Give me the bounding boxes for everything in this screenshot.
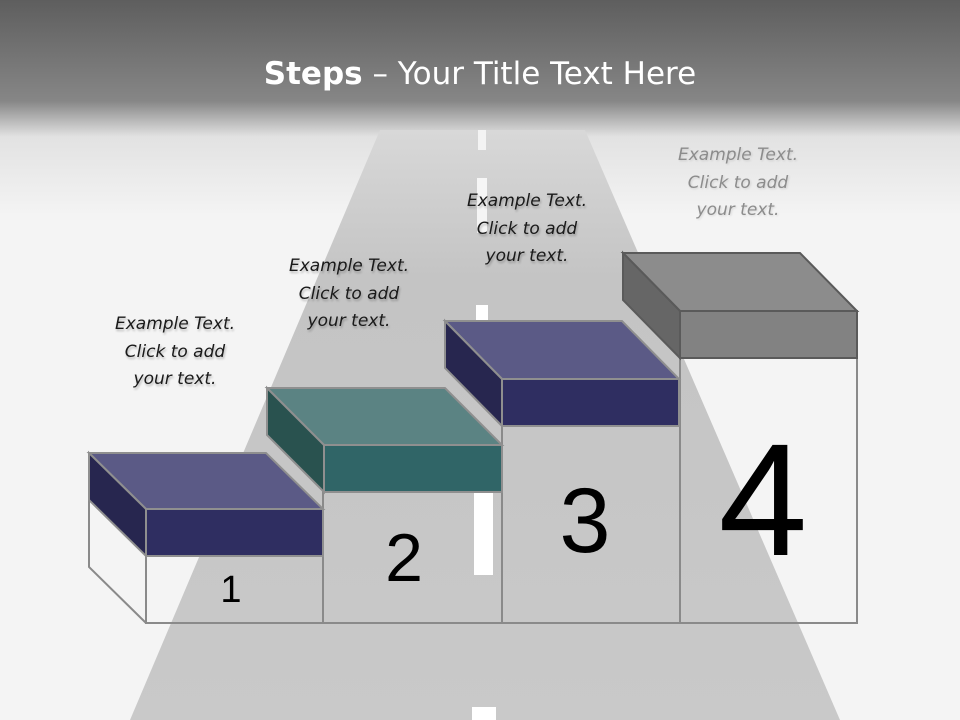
step-block-3: [442, 318, 682, 429]
caption-line: Click to add: [476, 218, 578, 239]
caption-line: Click to add: [124, 341, 226, 362]
caption-line: Example Text.: [114, 314, 236, 334]
step-1-number: 1: [220, 569, 242, 611]
caption-line: your text.: [133, 369, 217, 389]
caption-line: your text.: [307, 311, 391, 331]
caption-line: Example Text.: [466, 191, 588, 211]
step-block-1: [86, 450, 326, 559]
step-3-number: 3: [559, 470, 611, 572]
caption-line: Example Text.: [677, 145, 799, 165]
step-block-2: [264, 385, 505, 495]
road: [130, 130, 840, 720]
caption-line: your text.: [485, 246, 569, 266]
step-block-2-front: [323, 444, 503, 493]
caption-line: Click to add: [298, 283, 400, 304]
caption-line: your text.: [696, 200, 780, 220]
caption-line: Click to add: [687, 172, 789, 193]
step-4-caption[interactable]: Example Text. Click to add your text.: [638, 142, 838, 225]
caption-line: Example Text.: [288, 256, 410, 276]
step-block-1-front: [145, 508, 324, 557]
slide-title[interactable]: Steps – Your Title Text Here: [0, 52, 960, 96]
step-4-number: 4: [718, 410, 808, 589]
step-block-3-front: [501, 378, 680, 427]
title-bold: Steps: [263, 56, 363, 92]
step-2-caption[interactable]: Example Text. Click to add your text.: [249, 253, 449, 336]
step-1-caption[interactable]: Example Text. Click to add your text.: [75, 311, 275, 394]
step-3-caption[interactable]: Example Text. Click to add your text.: [427, 188, 627, 271]
step-block-4-front: [679, 310, 858, 359]
step-block-4: [620, 250, 860, 361]
title-rest: – Your Title Text Here: [362, 56, 697, 92]
step-2-number: 2: [385, 520, 423, 596]
